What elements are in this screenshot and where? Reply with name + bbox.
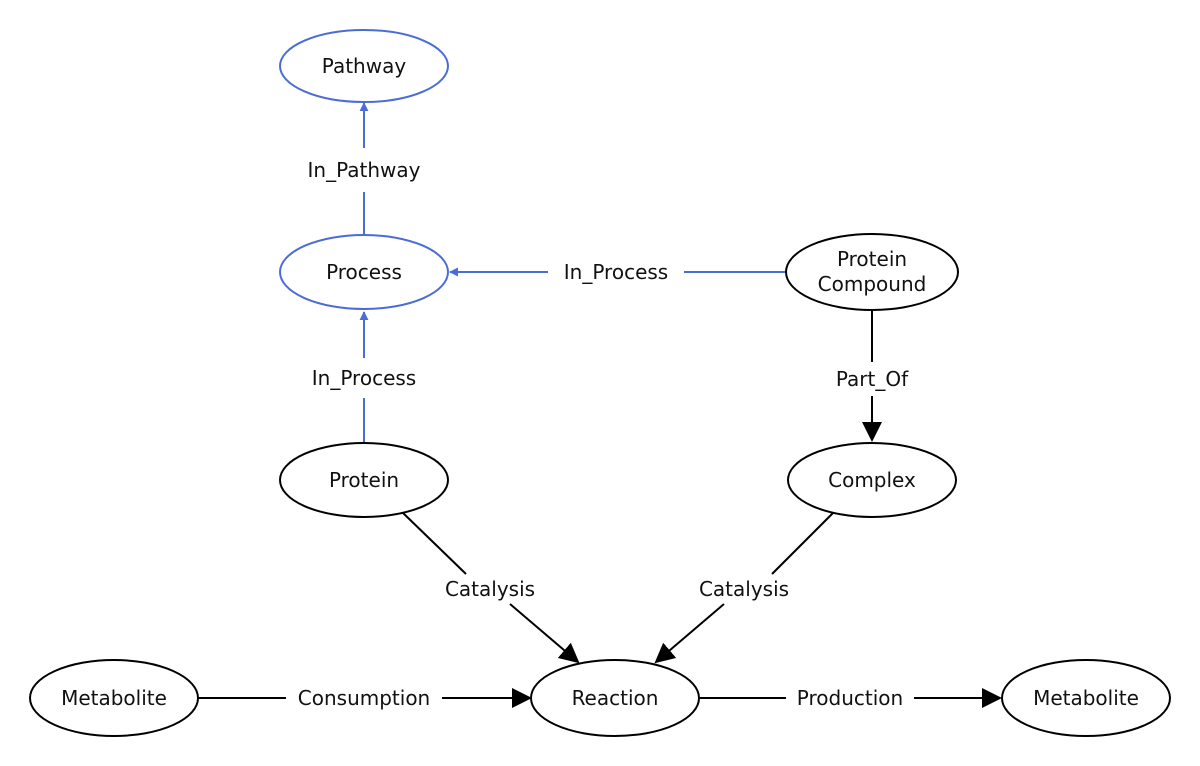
node-label-metabolite-left: Metabolite	[61, 686, 167, 710]
node-metabolite-right[interactable]: Metabolite	[1001, 659, 1171, 737]
node-label-complex: Complex	[828, 468, 916, 492]
node-label-protein-compound-line2: Compound	[818, 272, 927, 296]
node-protein-compound[interactable]: Protein Compound	[785, 233, 959, 311]
node-label-protein: Protein	[329, 468, 399, 492]
edge-consumption[interactable]: Consumption	[198, 686, 532, 710]
edge-protein-catalysis[interactable]: Catalysis	[401, 511, 580, 664]
edge-part-of[interactable]: Part_Of	[836, 310, 909, 442]
edge-label-part-of: Part_Of	[836, 367, 909, 391]
node-reaction[interactable]: Reaction	[530, 659, 700, 737]
node-label-metabolite-right: Metabolite	[1033, 686, 1139, 710]
edge-protein-in-process[interactable]: In_Process	[312, 311, 416, 442]
node-complex[interactable]: Complex	[787, 442, 957, 518]
node-process[interactable]: Process	[279, 234, 449, 310]
edge-label-compound-in-process: In_Process	[564, 260, 668, 284]
node-label-process: Process	[326, 260, 402, 284]
node-label-reaction: Reaction	[572, 686, 659, 710]
node-metabolite-left[interactable]: Metabolite	[29, 659, 199, 737]
edge-label-in-pathway: In_Pathway	[308, 158, 421, 182]
edge-label-protein-in-process: In_Process	[312, 366, 416, 390]
node-label-protein-compound-line1: Protein	[837, 247, 907, 271]
edge-label-protein-catalysis: Catalysis	[445, 577, 535, 601]
edge-label-production: Production	[797, 686, 903, 710]
edge-in-pathway[interactable]: In_Pathway	[308, 102, 421, 234]
edge-compound-in-process[interactable]: In_Process	[449, 260, 786, 284]
edge-complex-catalysis[interactable]: Catalysis	[654, 511, 835, 664]
edge-label-consumption: Consumption	[298, 686, 430, 710]
node-protein[interactable]: Protein	[279, 442, 449, 518]
node-pathway[interactable]: Pathway	[279, 29, 449, 103]
edge-production[interactable]: Production	[698, 686, 1002, 710]
node-label-pathway: Pathway	[322, 54, 407, 78]
edge-label-complex-catalysis: Catalysis	[699, 577, 789, 601]
